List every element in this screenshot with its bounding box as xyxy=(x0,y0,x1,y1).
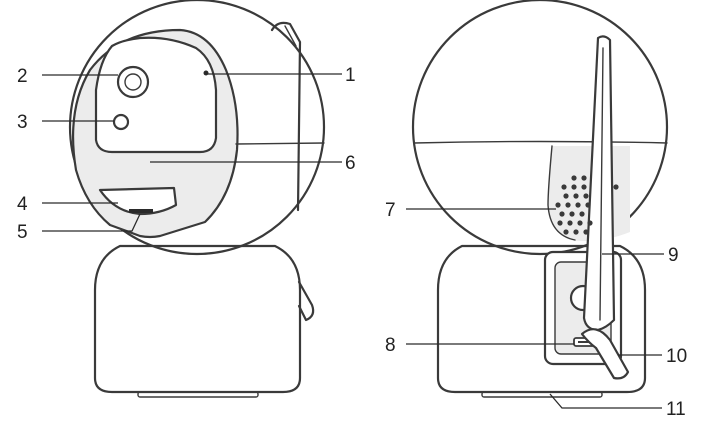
speaker-hole xyxy=(573,229,579,235)
front-lens-housing xyxy=(94,36,218,154)
back-view xyxy=(411,0,669,398)
speaker-hole xyxy=(613,184,619,190)
speaker-hole xyxy=(569,211,575,217)
back-base xyxy=(436,244,647,394)
speaker-hole xyxy=(587,220,593,226)
front-camera-lens xyxy=(116,65,150,99)
speaker-hole xyxy=(571,184,577,190)
back-callouts: 7 8 9 10 11 xyxy=(385,200,687,420)
speaker-hole xyxy=(555,202,561,208)
speaker-hole xyxy=(583,229,589,235)
front-view xyxy=(68,0,326,398)
front-cable xyxy=(297,280,315,322)
back-head-sphere xyxy=(411,0,669,256)
speaker-hole xyxy=(563,193,569,199)
speaker-holes xyxy=(555,175,619,235)
front-antenna xyxy=(270,21,302,212)
speaker-hole xyxy=(585,202,591,208)
speaker-hole xyxy=(581,175,587,181)
speaker-hole xyxy=(575,202,581,208)
back-antenna xyxy=(582,35,616,332)
speaker-hole xyxy=(561,184,567,190)
speaker-hole xyxy=(579,211,585,217)
front-base xyxy=(93,244,302,394)
front-microphone-dot xyxy=(203,70,209,76)
back-base-foot xyxy=(481,391,603,398)
front-callouts: 1 2 3 4 5 6 xyxy=(17,65,356,243)
speaker-hole xyxy=(581,184,587,190)
callout-3: 3 xyxy=(17,112,28,133)
callout-11: 11 xyxy=(666,399,686,420)
speaker-hole xyxy=(557,220,563,226)
front-reset-slot xyxy=(129,209,153,213)
callout-4: 4 xyxy=(17,194,28,215)
callout-8: 8 xyxy=(385,335,396,356)
speaker-hole xyxy=(559,211,565,217)
callout-5: 5 xyxy=(17,222,28,243)
front-head-sphere xyxy=(68,0,326,256)
speaker-hole xyxy=(583,193,589,199)
speaker-hole xyxy=(573,193,579,199)
callout-2: 2 xyxy=(17,66,28,87)
speaker-hole xyxy=(563,229,569,235)
callout-6: 6 xyxy=(345,153,356,174)
front-base-foot xyxy=(137,391,259,398)
back-cable xyxy=(580,328,630,380)
callout-1: 1 xyxy=(345,65,356,86)
callout-9: 9 xyxy=(668,245,679,266)
speaker-hole xyxy=(571,175,577,181)
speaker-hole xyxy=(565,202,571,208)
speaker-hole xyxy=(567,220,573,226)
callout-7: 7 xyxy=(385,200,396,221)
front-light-sensor xyxy=(112,113,130,131)
callout-10: 10 xyxy=(666,346,687,367)
speaker-hole xyxy=(577,220,583,226)
